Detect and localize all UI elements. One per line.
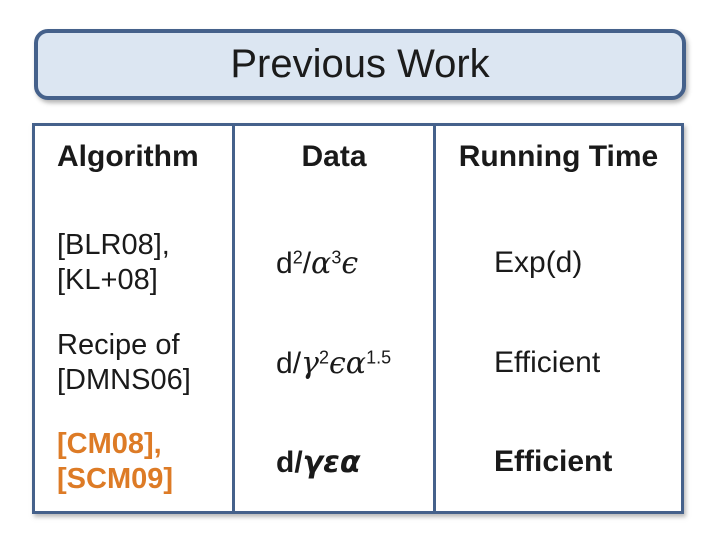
formula-part: γ [302, 444, 324, 480]
column-header-running-time: Running Time [433, 126, 681, 213]
formula-part: 3 [331, 247, 342, 268]
cell-running-time-row1: Exp(d) [433, 213, 681, 313]
column-header-algorithm: Algorithm [35, 126, 232, 213]
formula-part: d [276, 346, 293, 380]
formula-part: / [294, 445, 303, 479]
previous-work-table: Algorithm Data Running Time [BLR08], [KL… [32, 123, 684, 514]
cell-data-row1: d2/α3ϵ [232, 213, 433, 313]
column-header-data: Data [232, 126, 433, 213]
cell-running-time-row2: Efficient [433, 313, 681, 413]
formula-part: α [345, 345, 367, 381]
slide-title-box: Previous Work [34, 29, 686, 100]
cell-data-row3: d/γεα [232, 413, 433, 511]
cell-running-time-row3: Efficient [433, 413, 681, 511]
running-time-value: Efficient [494, 346, 601, 379]
data-formula: d/γεα [276, 445, 360, 480]
formula-part: d [276, 445, 295, 479]
running-time-value: Exp(d) [494, 246, 583, 279]
formula-part: 1.5 [366, 347, 392, 368]
data-formula: d/γ2ϵα1.5 [276, 346, 391, 381]
algorithm-line: Recipe of [57, 329, 180, 361]
formula-part: / [302, 246, 312, 280]
formula-part: 2 [292, 247, 303, 268]
algorithm-line: [BLR08], [57, 229, 170, 261]
slide-title: Previous Work [230, 42, 490, 86]
data-formula: d2/α3ϵ [276, 246, 358, 281]
cell-algorithm-row2: Recipe of [DMNS06] [35, 313, 232, 413]
formula-part: d [276, 246, 293, 280]
formula-part: ϵ [341, 245, 359, 281]
formula-part: γ [301, 345, 319, 381]
formula-part: α [339, 444, 361, 480]
algorithm-line: [CM08], [57, 428, 162, 460]
algorithm-line: [DMNS06] [57, 364, 191, 396]
cell-algorithm-row3: [CM08], [SCM09] [35, 413, 232, 511]
formula-part: / [292, 346, 302, 380]
formula-part: 2 [318, 347, 329, 368]
cell-data-row2: d/γ2ϵα1.5 [232, 313, 433, 413]
formula-part: α [311, 245, 332, 281]
running-time-value: Efficient [494, 445, 613, 478]
algorithm-line: [SCM09] [57, 463, 174, 495]
algorithm-line: [KL+08] [57, 264, 158, 296]
formula-part: ε [323, 444, 340, 480]
cell-algorithm-row1: [BLR08], [KL+08] [35, 213, 232, 313]
formula-part: ϵ [328, 345, 346, 381]
